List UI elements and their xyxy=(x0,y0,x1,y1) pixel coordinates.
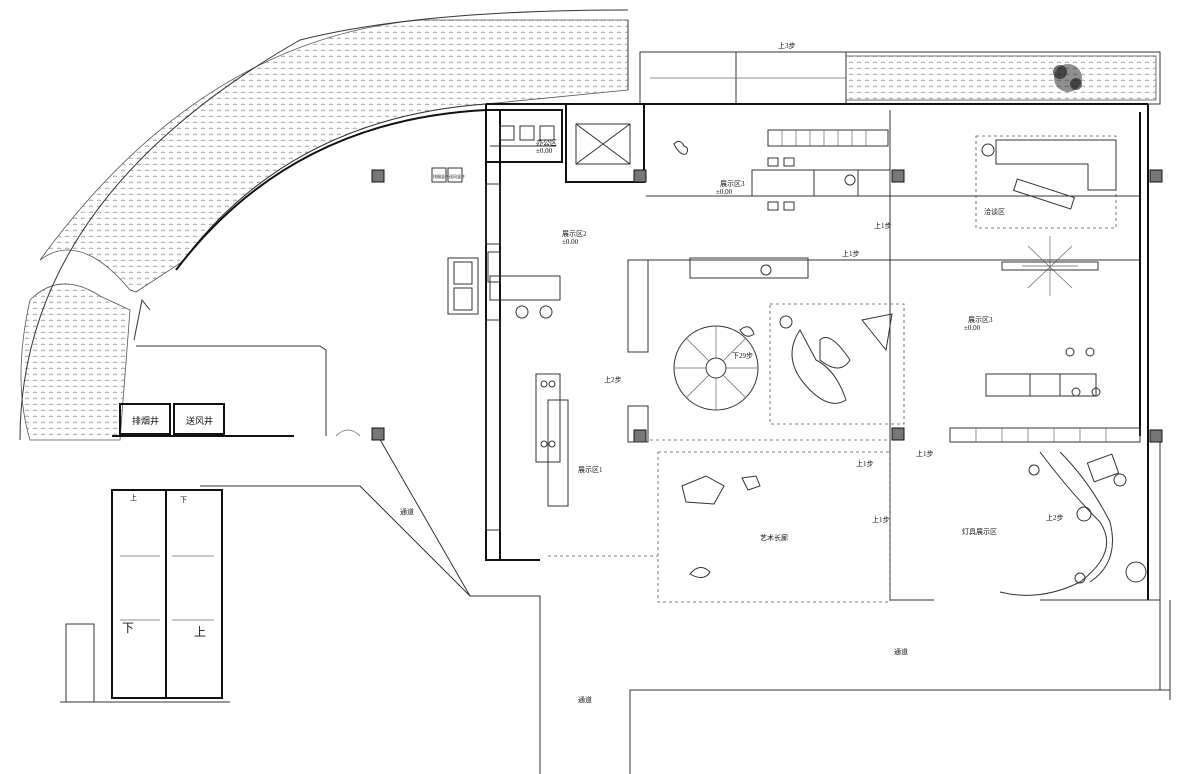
step-label-up1-e: 上1步 xyxy=(872,515,890,524)
label-lighting: 灯具展示区 xyxy=(962,527,997,536)
negotiation-area: 洽谈区 xyxy=(975,135,1117,229)
corridor-labels: 通道 通道 通道 xyxy=(400,507,908,704)
label-corridor-1: 通道 xyxy=(400,507,414,516)
elevation-exhibit-2: ±0.00 xyxy=(562,238,579,246)
elevation-exhibit-3: ±0.00 xyxy=(716,188,733,196)
elevation-office: ±0.00 xyxy=(536,147,553,155)
exhibit-area-3: 展示区3 ±0.00 xyxy=(673,129,891,211)
step-label-up2-curve: 上2步 xyxy=(1046,513,1064,522)
step-label-up1-a: 上1步 xyxy=(874,221,892,230)
label-corridor-2: 通道 xyxy=(578,695,592,704)
tree-icon xyxy=(1053,64,1082,92)
label-exhibit-right: 展示区3 xyxy=(968,316,993,324)
building-walls xyxy=(200,103,1171,774)
lighting-display: 灯具展示区 上2步 xyxy=(962,451,1147,596)
label-exhibit-1: 展示区1 xyxy=(578,466,603,474)
stair-down-1: 下 xyxy=(180,496,187,504)
left-wall-units: 展示区2 ±0.00 xyxy=(447,183,587,531)
exhibit-area-1-island: 展示区1 xyxy=(535,373,603,507)
step-labels: 上1步 上1步 上2步 上1步 上1步 上1步 xyxy=(604,221,934,524)
label-corridor-3: 通道 xyxy=(894,647,908,656)
label-air-shaft: 送风井 xyxy=(186,415,213,426)
columns xyxy=(371,169,1163,443)
stair-down-big: 下 xyxy=(122,621,134,635)
label-shaft-1: 排烟竖井 xyxy=(433,173,449,179)
label-smoke-shaft: 排烟井 xyxy=(132,415,159,426)
art-gallery: 艺术长廊 xyxy=(548,451,891,603)
exhibit-area-right: 展示区3 ±0.00 xyxy=(964,316,1101,397)
bench xyxy=(1001,261,1099,271)
label-exhibit-2: 展示区2 xyxy=(562,230,587,238)
step-label-up1-d: 上1步 xyxy=(916,449,934,458)
step-label-up1-c: 上1步 xyxy=(856,459,874,468)
small-shafts: 排烟竖井 送风竖井 xyxy=(431,167,465,183)
step-label-up2: 上2步 xyxy=(604,375,622,384)
stairwells: 上 下 下 上 xyxy=(60,489,230,703)
skylight-starburst-icon xyxy=(1022,236,1078,296)
wall-cabinet-row xyxy=(949,427,1141,443)
label-office: 办公区 xyxy=(536,138,557,147)
step-label-up3: 上3步 xyxy=(778,41,796,50)
label-art-gallery: 艺术长廊 xyxy=(760,533,788,542)
service-core: 排烟井 送风井 xyxy=(112,298,361,437)
elevation-exhibit-right: ±0.00 xyxy=(964,324,981,332)
step-label-up1-b: 上1步 xyxy=(842,249,860,258)
label-exhibit-3: 展示区3 xyxy=(720,180,745,188)
spiral-stair xyxy=(674,326,758,410)
stair-up-1: 上 xyxy=(130,493,137,502)
exhibit-center: 下29步 xyxy=(627,257,905,443)
elevator xyxy=(565,103,645,183)
label-shaft-2: 送风竖井 xyxy=(449,173,465,179)
label-negotiation: 洽谈区 xyxy=(984,207,1005,216)
stair-up-big: 上 xyxy=(194,625,206,639)
curved-planter xyxy=(19,9,629,441)
top-planter-strip: 上3步 xyxy=(639,41,1161,105)
step-label-down29: 下29步 xyxy=(732,352,753,360)
office-room: 办公区 ±0.00 xyxy=(485,109,563,163)
